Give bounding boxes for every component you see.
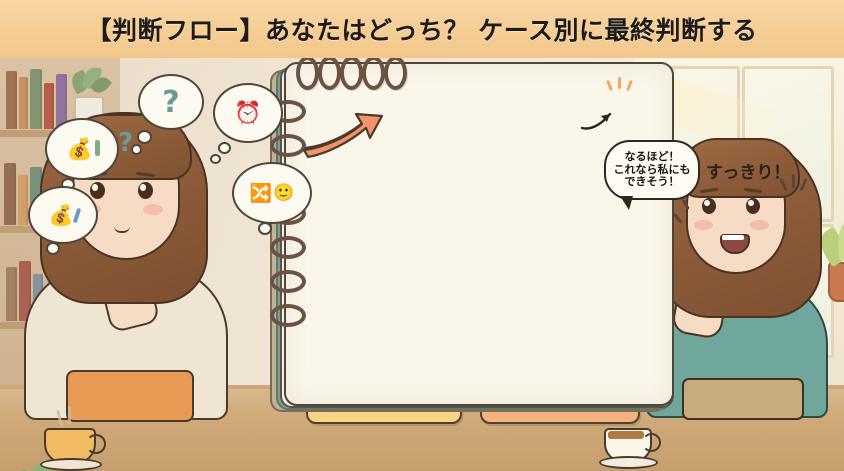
title-bar: 【判断フロー】あなたはどっち？ ケース別に最終判断する	[0, 0, 844, 58]
speech-bubble-line-1: なるほど！	[624, 149, 680, 163]
speech-bubble-right: なるほど！ これなら私にも できそう！	[604, 140, 700, 210]
flow-diagram-smiley-icon: 🔀	[249, 182, 273, 204]
question-mark-icon-small: ?	[118, 128, 134, 158]
sfx-sukkiri: すっきり！	[706, 163, 791, 183]
alarm-clock-icon: ⏰	[234, 100, 262, 126]
curved-arrow-icon	[300, 104, 388, 162]
notebook	[268, 56, 674, 412]
thought-bubble-diagram: 🔀 🙂	[232, 162, 312, 224]
question-mark-icon: ?	[162, 84, 180, 120]
coffee-cup-left	[40, 406, 106, 471]
coffee-cup-right	[599, 428, 661, 469]
thought-bubble-money-up: 💰	[45, 118, 119, 180]
speech-bubble-line-2: これなら私にも	[613, 162, 691, 176]
character-left	[10, 70, 240, 422]
page-title: 【判断フロー】あなたはどっち？ ケース別に最終判断する	[86, 16, 758, 45]
thought-bubble-money-pen: 💰	[28, 186, 98, 244]
thought-bubble-question-large: ?	[138, 74, 204, 130]
small-curved-arrow-icon	[580, 104, 624, 136]
notebook-page	[284, 62, 674, 406]
thought-bubble-clock: ⏰	[213, 83, 283, 143]
money-bag-up-arrow-icon: 💰	[66, 136, 93, 161]
speech-bubble-line-3: できそう！	[624, 175, 680, 189]
money-bag-pen-icon: 💰	[48, 203, 74, 227]
character-right	[640, 120, 840, 420]
